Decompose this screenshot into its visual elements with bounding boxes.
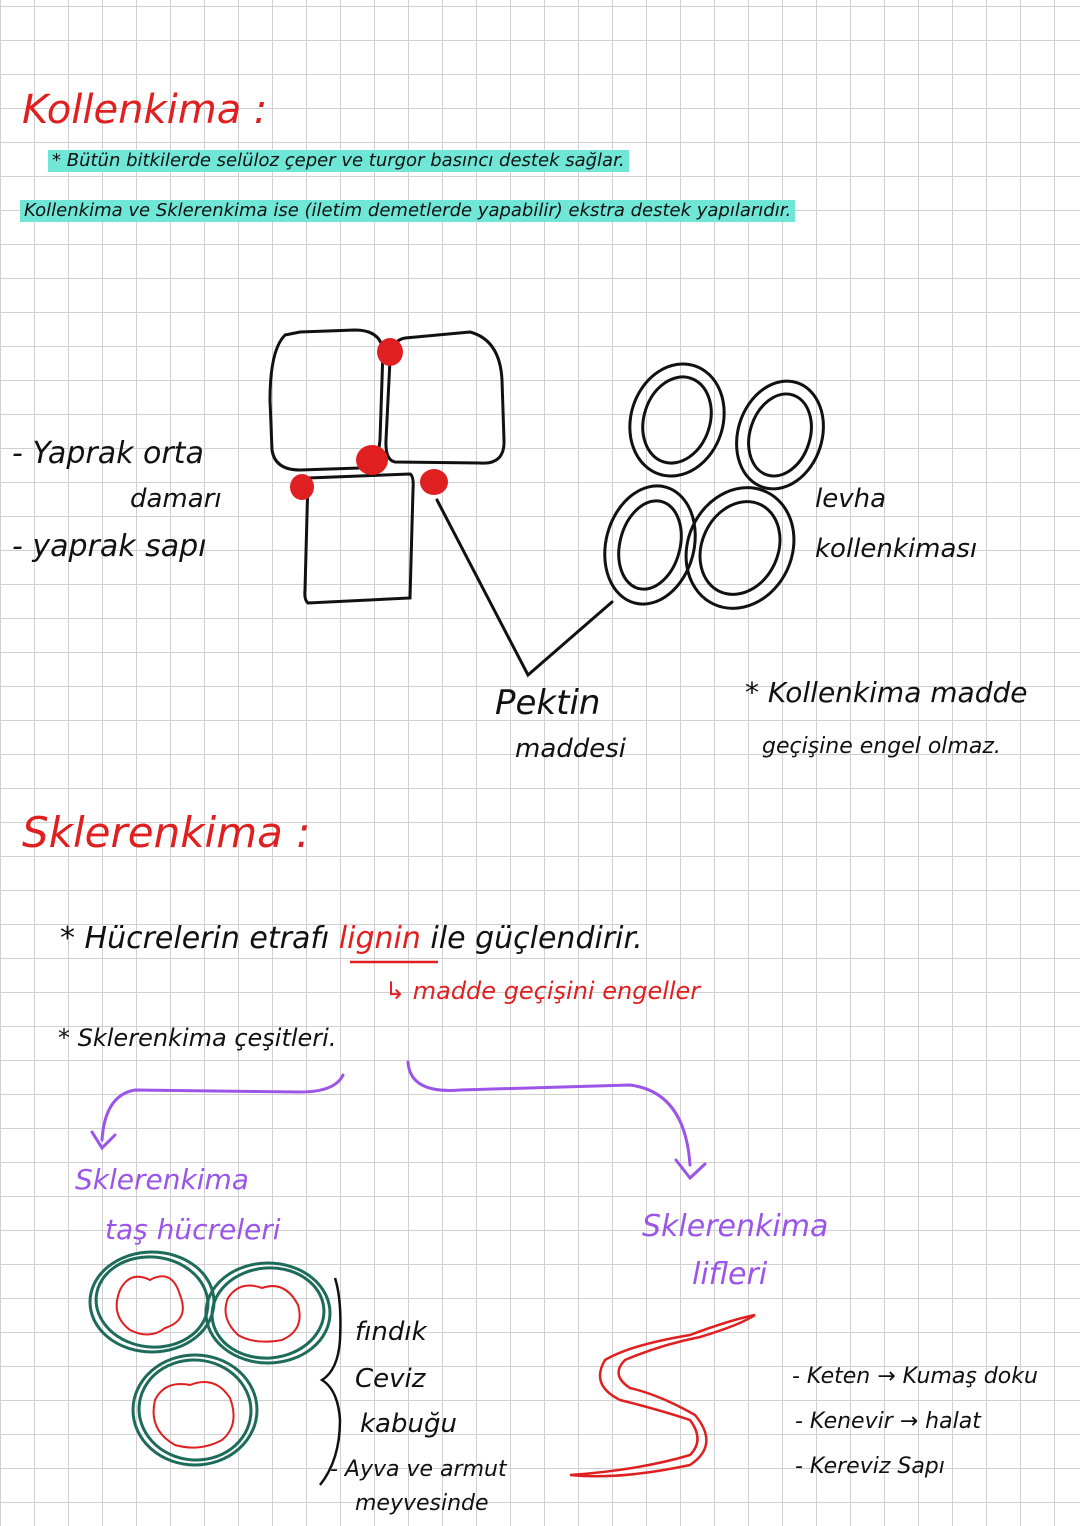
fiber-example-celery: - Kereviz Sapı [795, 1454, 945, 1479]
stone-example-walnut: Ceviz [355, 1364, 426, 1394]
stone-cells-label-1: Sklerenkima [75, 1163, 249, 1196]
fiber-sketch [569, 1313, 756, 1478]
stone-cells-sketch [88, 1250, 332, 1467]
plate-collenchyma-label-2: kollenkiması [815, 534, 978, 564]
fiber-example-hemp: - Kenevir → halat [795, 1409, 981, 1434]
location-leaf-midrib: - Yaprak orta [12, 436, 204, 471]
stone-example-hazelnut: fındık [355, 1317, 427, 1347]
location-leaf-midrib-2: damarı [130, 484, 222, 514]
pectin-label-1: Pektin [495, 683, 601, 723]
fibers-label-2: lifleri [692, 1257, 768, 1292]
plate-collenchyma-label-1: levha [815, 484, 887, 514]
lignin-effect-note: ↳ madde geçişini engeller [385, 977, 701, 1005]
note-turgor-support: * Bütün bitkilerde selüloz çeper ve turg… [48, 150, 629, 172]
branch-arrows [90, 1060, 707, 1181]
location-petiole: - yaprak sapı [12, 529, 207, 564]
fibers-label-1: Sklerenkima [642, 1209, 829, 1244]
note-extra-support: Kollenkima ve Sklerenkima ise (iletim de… [20, 200, 796, 222]
section-title-kollenkima: Kollenkima : [22, 87, 268, 133]
note-types: * Sklerenkima çeşitleri. [58, 1024, 337, 1052]
note-lignin-word: lignin [338, 921, 421, 956]
stone-example-fruit: meyvesinde [355, 1491, 489, 1516]
note-lignin: * Hücrelerin etrafı lignin ile güçlendir… [60, 922, 643, 955]
pectin-label-2: maddesi [515, 734, 627, 764]
plate-collenchyma-sketch [603, 362, 825, 610]
remark-line-2: geçişine engel olmaz. [762, 734, 1001, 759]
note-lignin-pre: * Hücrelerin etrafı [60, 921, 330, 956]
section-title-sklerenkima: Sklerenkima : [22, 808, 311, 857]
fiber-example-flax: - Keten → Kumaş doku [792, 1364, 1038, 1389]
collenchyma-cells-sketch [268, 328, 614, 678]
examples-bracket [319, 1277, 342, 1486]
stone-example-shell: kabuğu [360, 1409, 457, 1439]
remark-line-1: * Kollenkima madde [745, 676, 1028, 709]
stone-example-quince-pear: - Ayva ve armut [330, 1457, 507, 1482]
note-lignin-post: ile güçlendirir. [430, 921, 643, 956]
pectin-dots [290, 338, 448, 500]
stone-cells-label-2: taş hücreleri [105, 1213, 281, 1246]
